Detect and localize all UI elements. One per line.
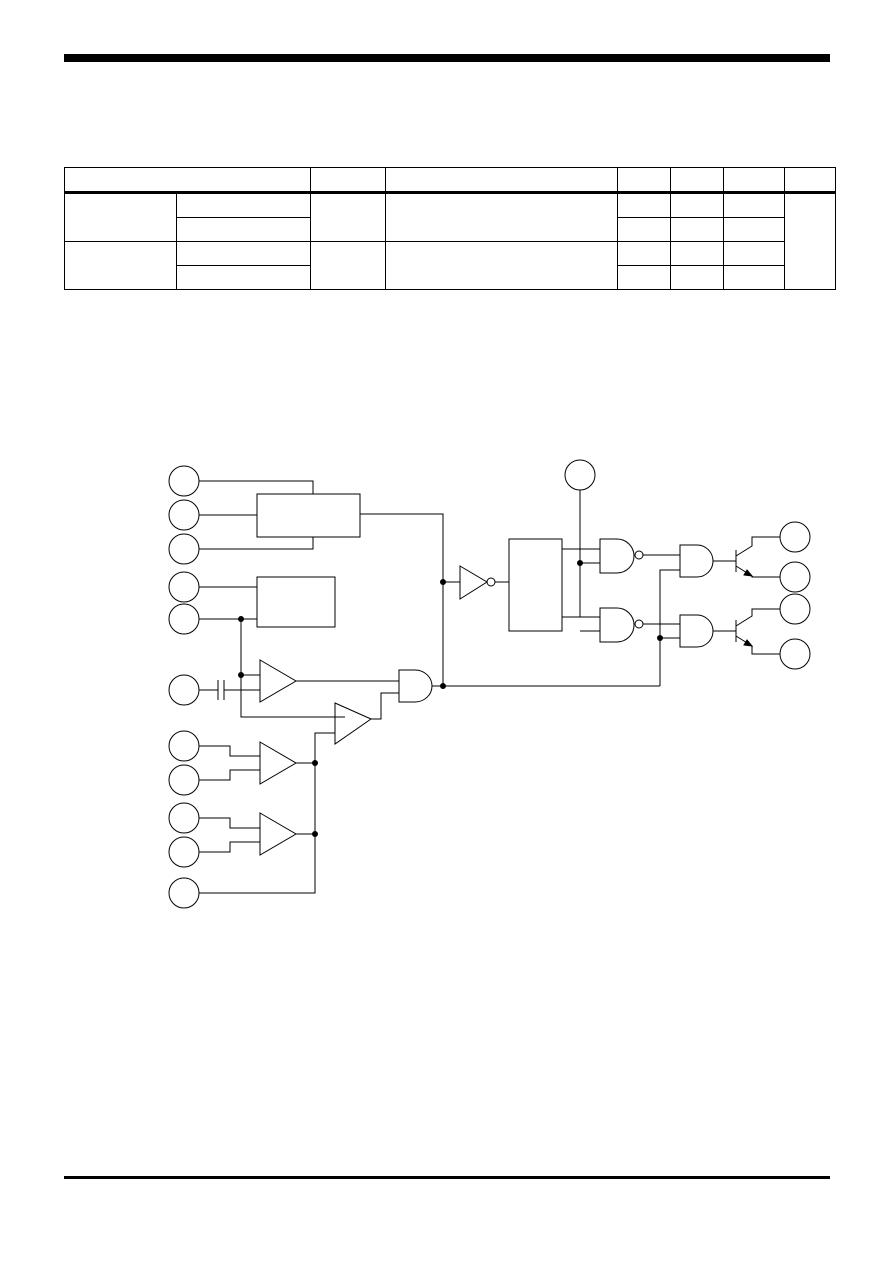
typ-cell	[670, 192, 724, 218]
table-row	[65, 265, 836, 290]
nand-bubble	[635, 620, 643, 628]
pin-circle	[780, 594, 810, 624]
emitter-arrow	[744, 570, 752, 576]
nand-gate	[600, 539, 634, 573]
sub-parameter	[176, 192, 311, 218]
output-pins	[565, 460, 810, 669]
sub-parameter	[176, 265, 311, 290]
typ-cell	[670, 265, 724, 290]
comparator	[260, 813, 296, 855]
pin-circle	[169, 604, 199, 634]
table-header-row	[64, 167, 836, 194]
pin-circle	[169, 837, 199, 867]
pin-circle	[565, 460, 595, 490]
table-row	[64, 192, 836, 290]
conditions-cell	[385, 192, 618, 242]
table-row	[64, 241, 836, 290]
comparator	[260, 742, 296, 784]
input-pins	[169, 466, 199, 908]
max-cell	[723, 265, 785, 290]
pin-circle	[169, 675, 199, 705]
group-label	[64, 241, 177, 290]
header-unit	[784, 167, 836, 194]
and-gate	[680, 615, 713, 647]
pin-circle	[169, 731, 199, 761]
function-block	[509, 539, 562, 631]
conditions-cell	[385, 241, 618, 290]
comparator	[335, 703, 371, 744]
and-gate	[680, 545, 713, 577]
table-row	[65, 217, 836, 242]
header-rule	[64, 54, 830, 62]
header-parameter	[64, 167, 311, 194]
pin-circle	[780, 639, 810, 669]
min-cell	[617, 192, 671, 218]
unit-cell	[784, 192, 836, 290]
emitter-arrow	[744, 640, 752, 646]
function-block	[257, 577, 335, 627]
electrical-characteristics-table	[64, 167, 836, 290]
header-conditions	[385, 167, 618, 194]
pin-circle	[780, 562, 810, 592]
and-gate	[399, 670, 432, 702]
min-cell	[617, 265, 671, 290]
pin-circle	[780, 522, 810, 552]
pin-circle	[169, 765, 199, 795]
comparator	[260, 660, 296, 702]
function-block	[257, 494, 360, 537]
inverter	[460, 566, 487, 599]
pin-circle	[169, 500, 199, 530]
wires	[199, 481, 780, 893]
pin-circle	[169, 466, 199, 496]
header-max	[723, 167, 785, 194]
pin-circle	[169, 534, 199, 564]
nand-gate	[600, 608, 634, 642]
typ-cell	[670, 241, 724, 266]
inverter-bubble	[487, 578, 495, 586]
pin-circle	[169, 572, 199, 602]
pin-circle	[169, 803, 199, 833]
junction-dots	[238, 560, 663, 837]
group-label	[64, 192, 177, 242]
nand-bubble	[635, 551, 643, 559]
footer-rule	[64, 1176, 830, 1179]
pin-circle	[169, 878, 199, 908]
